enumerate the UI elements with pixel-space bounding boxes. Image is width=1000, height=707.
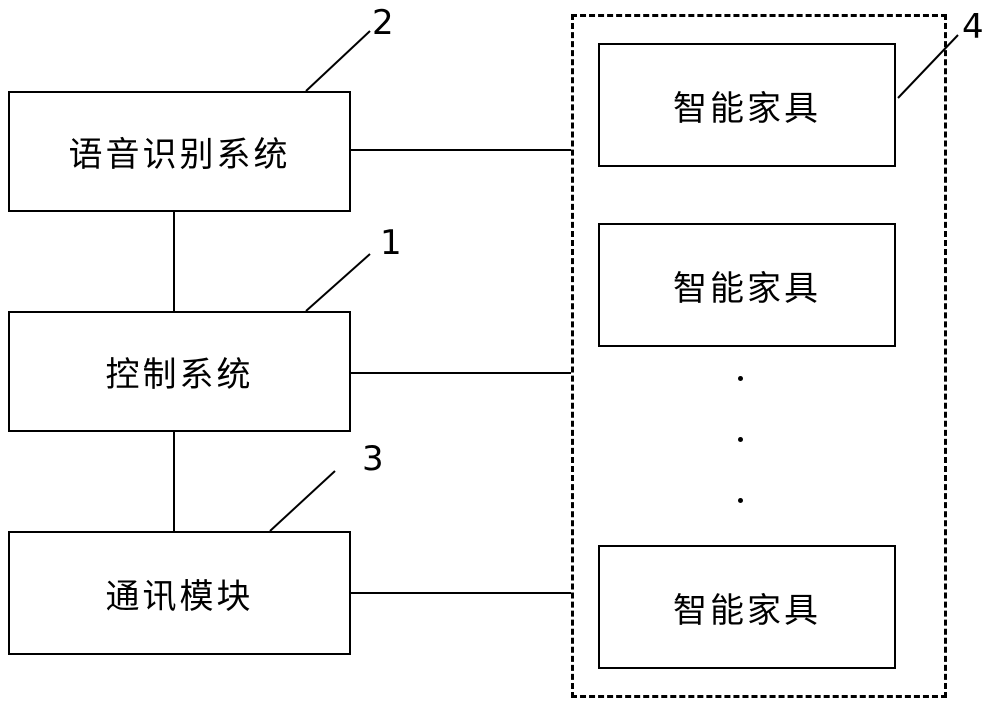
ellipsis-dot	[738, 376, 743, 381]
ref-number-4: 4	[962, 7, 984, 47]
smart-device-box-3: 智能家具	[598, 545, 896, 669]
leader-line-4	[897, 34, 959, 99]
leader-line-3	[269, 470, 336, 532]
ref-number-1: 1	[380, 223, 402, 263]
speech-recognition-box: 语音识别系统	[8, 91, 351, 212]
leader-line-1	[305, 253, 371, 312]
ref-number-3: 3	[362, 439, 384, 479]
smart-device-box-1: 智能家具	[598, 43, 896, 167]
control-system-box: 控制系统	[8, 311, 351, 432]
ref-number-2: 2	[372, 3, 394, 43]
ellipsis-dot	[738, 498, 743, 503]
smart-device-label-3: 智能家具	[673, 590, 821, 631]
smart-device-label-2: 智能家具	[673, 268, 821, 309]
control-system-label: 控制系统	[105, 355, 254, 395]
leader-line-2	[305, 30, 371, 92]
ellipsis-dot	[738, 437, 743, 442]
speech-recognition-label: 语音识别系统	[68, 135, 291, 175]
comm-module-label: 通讯模块	[105, 576, 254, 617]
smart-device-label-1: 智能家具	[673, 88, 821, 129]
smart-home-group	[571, 14, 947, 698]
smart-device-box-2: 智能家具	[598, 223, 896, 347]
comm-module-box: 通讯模块	[8, 531, 351, 655]
